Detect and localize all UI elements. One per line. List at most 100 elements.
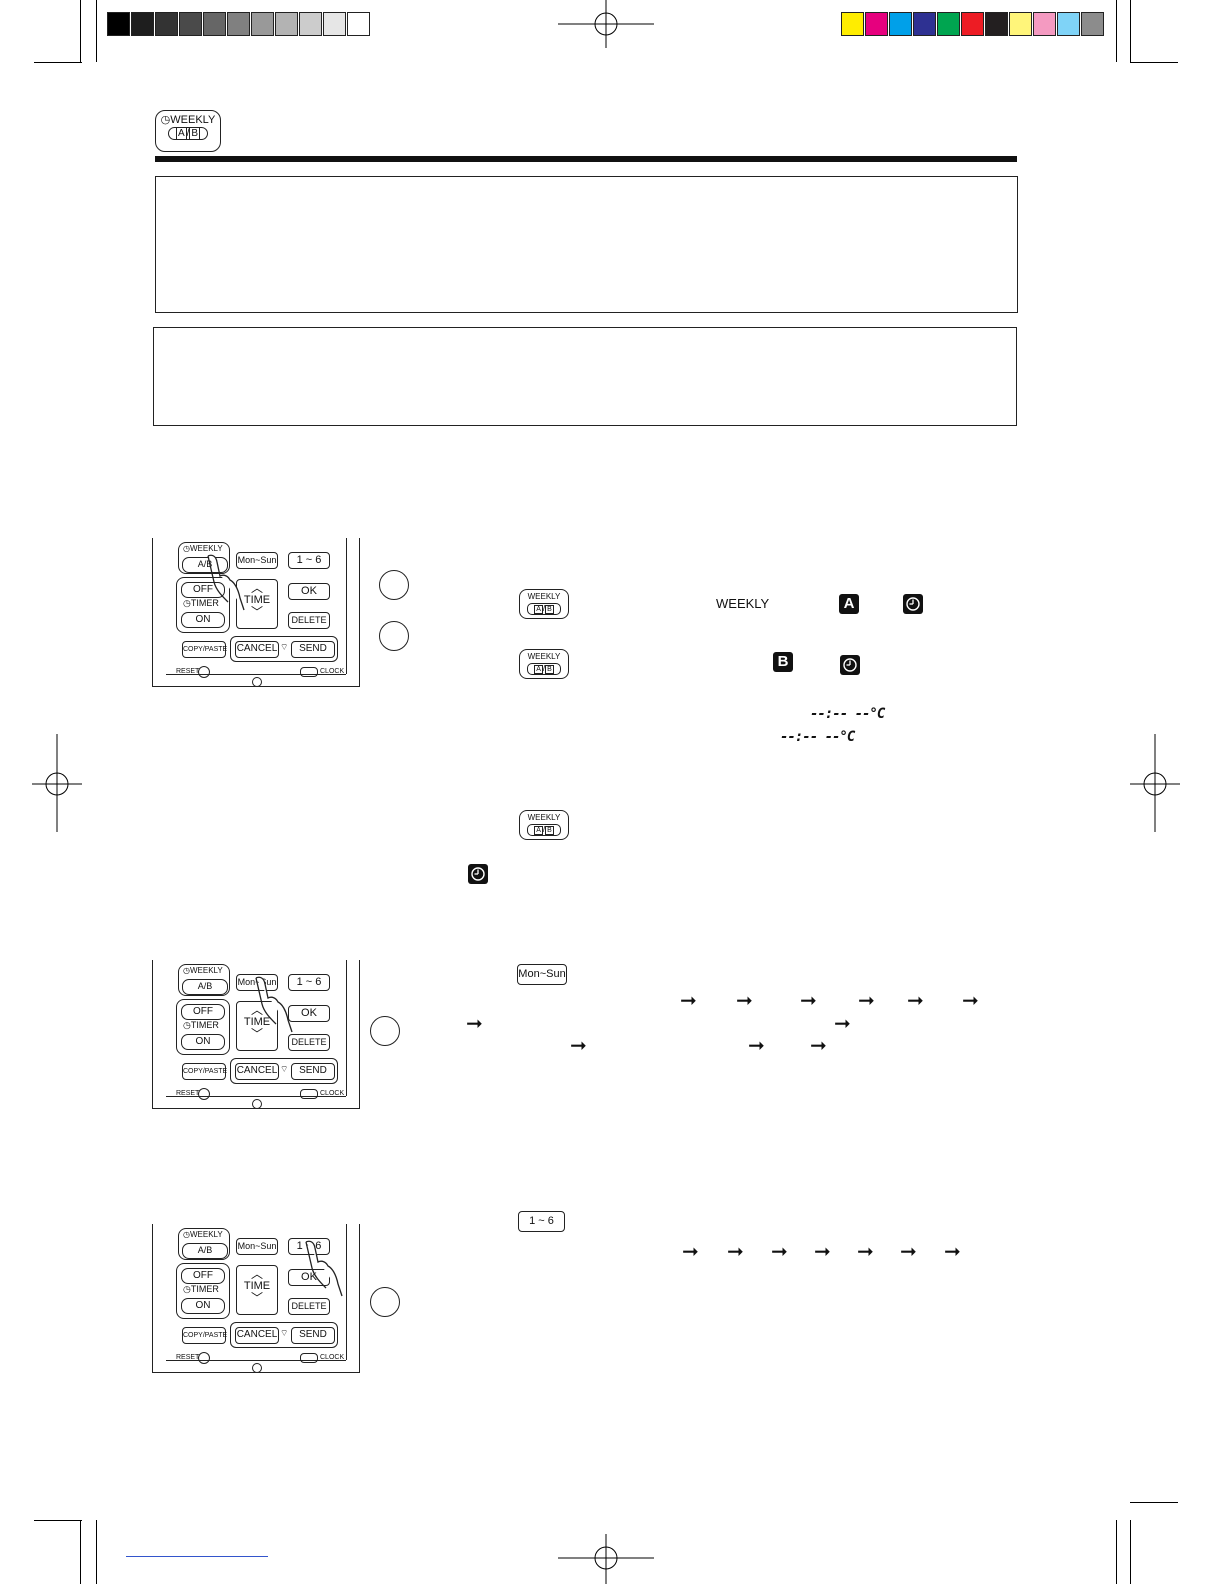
ok-button[interactable]: OK bbox=[288, 583, 330, 600]
reset-label: RESET bbox=[176, 1090, 200, 1097]
remote-control-step3: ◷WEEKLY A/B Mon~Sun 1 ~ 6 OFF ◷TIMER ON … bbox=[152, 1224, 360, 1374]
copy-paste-button[interactable]: COPY/PASTE bbox=[182, 1327, 227, 1344]
remote-bottom-edge bbox=[166, 1360, 346, 1361]
arrow-icon: ➞ bbox=[900, 1241, 917, 1263]
delete-button[interactable]: DELETE bbox=[288, 612, 330, 629]
off-button[interactable]: OFF bbox=[181, 582, 225, 598]
timer-group: OFF ◷TIMER ON bbox=[176, 999, 230, 1055]
delete-button[interactable]: DELETE bbox=[288, 1034, 330, 1051]
time-button[interactable]: ︿ TIME ﹀ bbox=[236, 1001, 278, 1051]
color-swatch bbox=[865, 12, 888, 36]
time-down-icon: ﹀ bbox=[250, 605, 263, 619]
arrow-icon: ➞ bbox=[944, 1241, 961, 1263]
cancel-button[interactable]: CANCEL bbox=[235, 1063, 279, 1080]
color-swatch bbox=[961, 12, 984, 36]
on-button[interactable]: ON bbox=[181, 612, 225, 628]
gray-swatch bbox=[155, 12, 178, 36]
time-button[interactable]: ︿ TIME ﹀ bbox=[236, 579, 278, 629]
color-swatch bbox=[913, 12, 936, 36]
weekly-button-icon: WEEKLY A/B bbox=[519, 589, 569, 619]
gray-swatch bbox=[203, 12, 226, 36]
color-swatch bbox=[889, 12, 912, 36]
reset-label: RESET bbox=[176, 1354, 200, 1361]
clock-icon: ◷ bbox=[160, 114, 171, 126]
clock-indicator-icon bbox=[468, 864, 488, 884]
copy-paste-button[interactable]: COPY/PASTE bbox=[182, 641, 227, 658]
clock-button[interactable] bbox=[300, 1089, 318, 1099]
crop-mark bbox=[1130, 0, 1131, 62]
gray-swatch bbox=[323, 12, 346, 36]
gray-swatch bbox=[275, 12, 298, 36]
cancel-button[interactable]: CANCEL bbox=[235, 641, 279, 658]
crop-mark bbox=[1130, 1502, 1178, 1503]
arrow-icon: ➞ bbox=[680, 990, 697, 1012]
clock-indicator-icon bbox=[840, 655, 860, 675]
send-button[interactable]: SEND bbox=[291, 641, 335, 658]
color-swatch bbox=[841, 12, 864, 36]
registration-mark-right bbox=[1130, 734, 1180, 832]
remote-bottom-notch bbox=[252, 677, 262, 687]
arrow-icon: ➞ bbox=[810, 1035, 827, 1057]
send-button[interactable]: SEND bbox=[291, 1063, 335, 1080]
remote-bottom-notch bbox=[252, 1363, 262, 1373]
clock-button[interactable] bbox=[300, 1353, 318, 1363]
weekly-group[interactable]: ◷WEEKLY A/B bbox=[178, 964, 230, 996]
remote-inner-edge bbox=[346, 538, 347, 674]
cancel-button[interactable]: CANCEL bbox=[235, 1327, 279, 1344]
timer-group: OFF ◷TIMER ON bbox=[176, 577, 230, 633]
send-button[interactable]: SEND bbox=[291, 1327, 335, 1344]
mon-sun-button[interactable]: Mon~Sun bbox=[236, 552, 278, 569]
crop-mark bbox=[80, 0, 81, 62]
lcd-display-a: --:-- --°C bbox=[810, 706, 885, 722]
one-six-key-icon: 1 ~ 6 bbox=[518, 1211, 565, 1232]
header-rule bbox=[155, 156, 1017, 162]
off-button[interactable]: OFF bbox=[181, 1004, 225, 1020]
mon-sun-button[interactable]: Mon~Sun bbox=[236, 1238, 278, 1255]
crop-mark bbox=[1116, 1520, 1117, 1584]
ab-button[interactable]: A/B bbox=[182, 1243, 228, 1259]
arrow-icon: ➞ bbox=[858, 990, 875, 1012]
clock-button[interactable] bbox=[300, 667, 318, 677]
pressing-hand-icon bbox=[207, 554, 245, 611]
time-up-icon: ︿ bbox=[250, 1267, 263, 1281]
crop-mark bbox=[96, 0, 97, 62]
signal-icon: ⌔ bbox=[280, 642, 289, 652]
letter-a: A bbox=[175, 127, 187, 140]
weekly-button-icon: WEEKLY A/B bbox=[519, 810, 569, 840]
ok-button[interactable]: OK bbox=[288, 1005, 330, 1022]
on-button[interactable]: ON bbox=[181, 1298, 225, 1314]
reset-button[interactable] bbox=[198, 666, 210, 678]
crop-mark bbox=[96, 1520, 97, 1584]
weekly-group[interactable]: ◷WEEKLY A/B bbox=[178, 1228, 230, 1260]
one-six-button[interactable]: 1 ~ 6 bbox=[288, 552, 330, 569]
reset-button[interactable] bbox=[198, 1352, 210, 1364]
clock-label: CLOCK bbox=[320, 1354, 345, 1361]
gray-swatch bbox=[107, 12, 130, 36]
cancel-send-group: CANCEL ⌔ SEND bbox=[230, 1058, 338, 1084]
reset-button[interactable] bbox=[198, 1088, 210, 1100]
clock-indicator-icon bbox=[903, 594, 923, 614]
gray-swatch bbox=[347, 12, 370, 36]
registration-mark-top bbox=[558, 0, 654, 48]
timer-group: OFF ◷TIMER ON bbox=[176, 1263, 230, 1319]
arrow-icon: ➞ bbox=[800, 990, 817, 1012]
off-button[interactable]: OFF bbox=[181, 1268, 225, 1284]
remote-bottom-edge bbox=[166, 674, 346, 675]
color-swatch bbox=[985, 12, 1008, 36]
on-button[interactable]: ON bbox=[181, 1034, 225, 1050]
arrow-icon: ➞ bbox=[727, 1241, 744, 1263]
crop-mark bbox=[34, 62, 82, 63]
gray-swatch bbox=[251, 12, 274, 36]
registration-mark-left bbox=[32, 734, 82, 832]
weekly-group[interactable]: ◷WEEKLY A/B bbox=[178, 542, 230, 574]
copy-paste-button[interactable]: COPY/PASTE bbox=[182, 1063, 227, 1080]
time-button[interactable]: ︿ TIME ﹀ bbox=[236, 1265, 278, 1315]
ab-button[interactable]: A/B bbox=[182, 979, 228, 995]
letter-b: B bbox=[189, 127, 201, 140]
one-six-button[interactable]: 1 ~ 6 bbox=[288, 974, 330, 991]
step-circle-2 bbox=[379, 621, 409, 651]
delete-button[interactable]: DELETE bbox=[288, 1298, 330, 1315]
ab-button[interactable]: A/B bbox=[182, 557, 228, 573]
remote-inner-edge bbox=[346, 960, 347, 1096]
arrow-icon: ➞ bbox=[907, 990, 924, 1012]
